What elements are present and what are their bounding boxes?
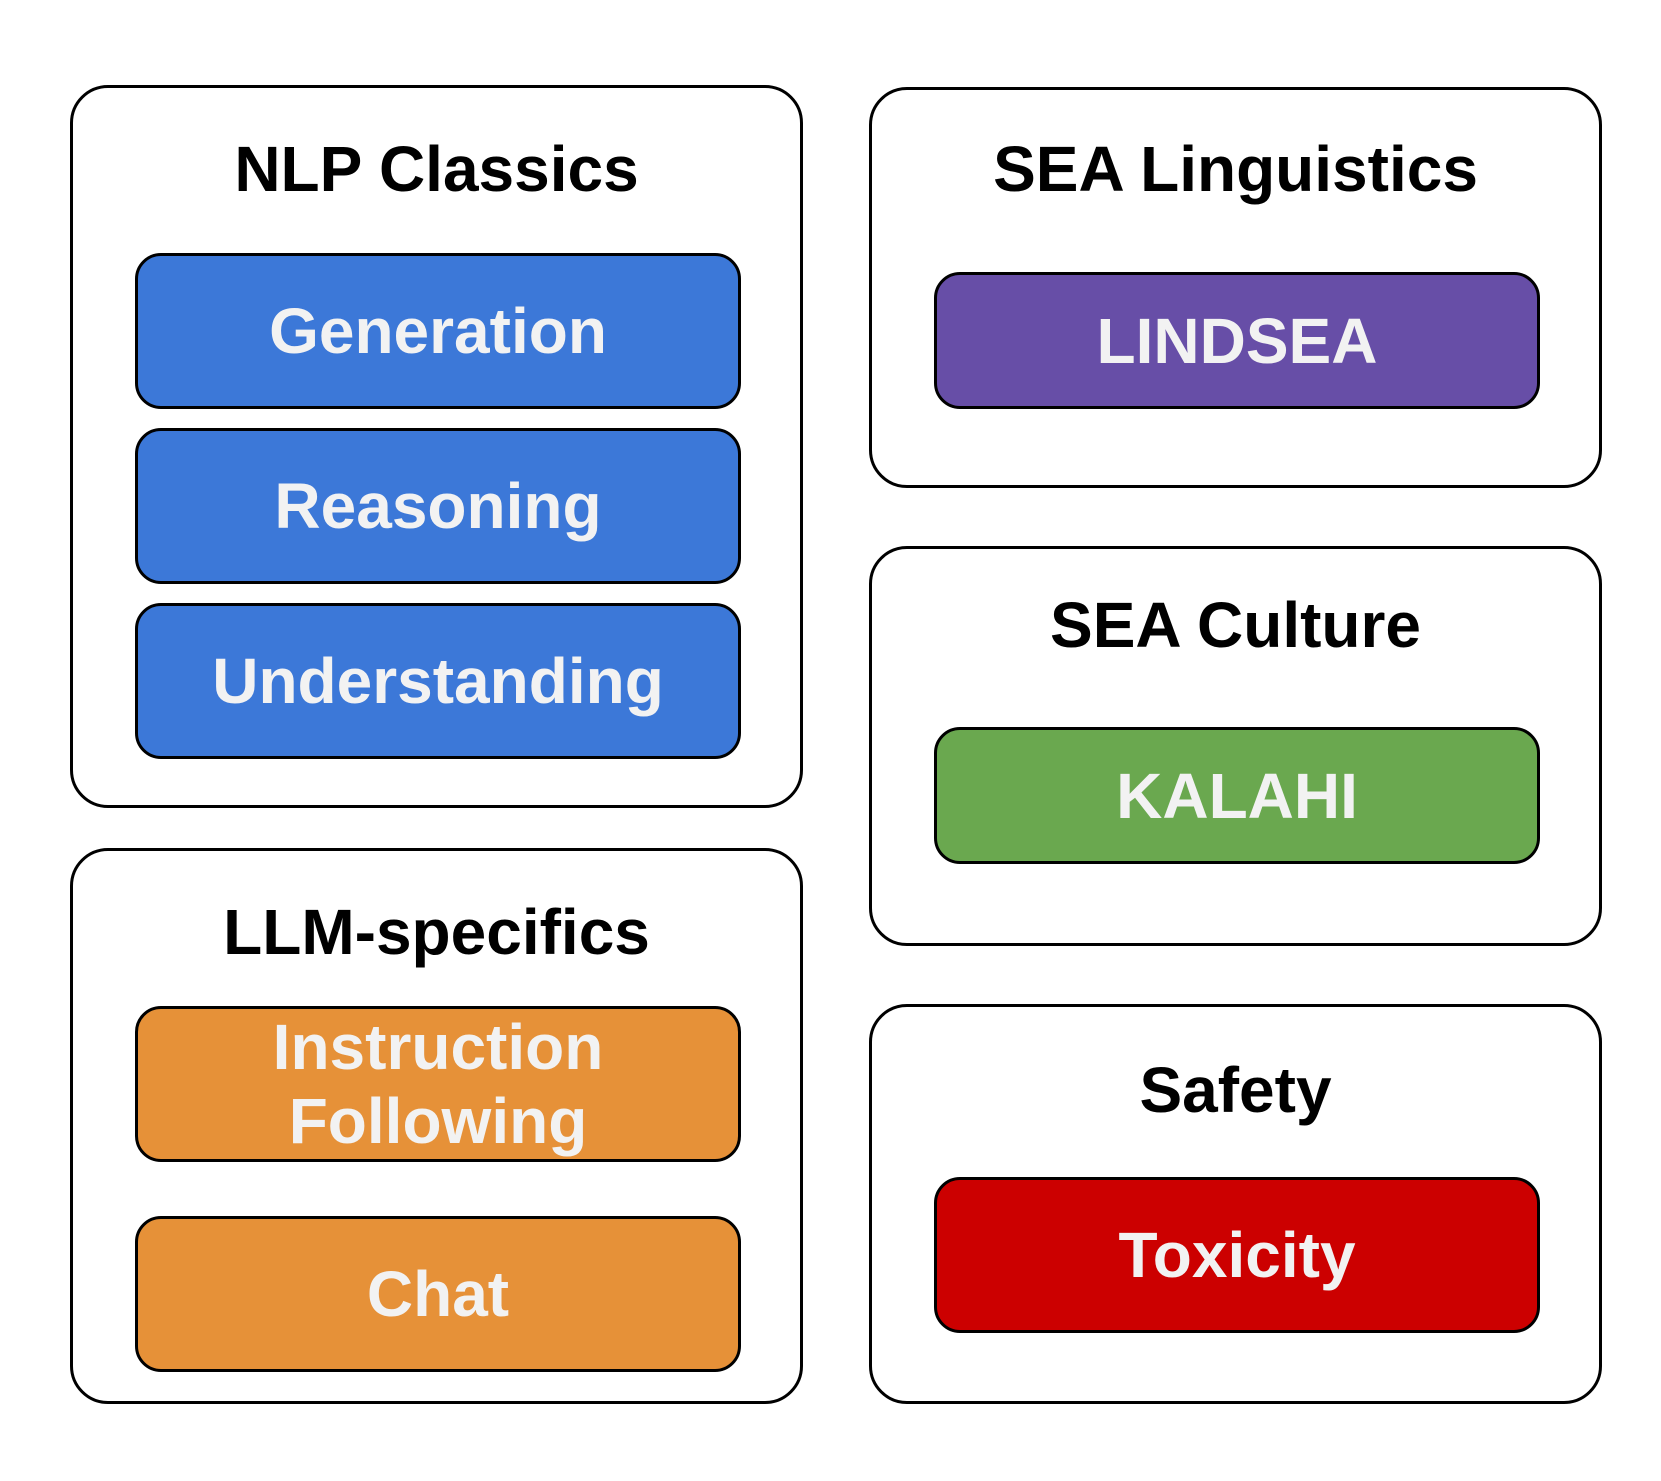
item-label-instruction-following: Instruction Following — [272, 1011, 604, 1157]
item-label-reasoning: Reasoning — [274, 470, 602, 542]
item-label-lindsea: LINDSEA — [1096, 304, 1378, 377]
group-title-safety: Safety — [1139, 1054, 1332, 1126]
group-sea-linguistics: SEA Linguistics LINDSEA — [869, 87, 1602, 488]
item-understanding: Understanding — [135, 603, 741, 759]
item-kalahi: KALAHI — [934, 727, 1540, 864]
group-title-sea-linguistics: SEA Linguistics — [993, 133, 1478, 205]
group-llm-specifics: LLM-specifics Instruction Following Chat — [70, 848, 803, 1404]
item-chat: Chat — [135, 1216, 741, 1372]
group-safety: Safety Toxicity — [869, 1004, 1602, 1404]
group-title-llm-specifics: LLM-specifics — [223, 896, 650, 968]
item-label-understanding: Understanding — [212, 645, 664, 717]
item-instruction-following: Instruction Following — [135, 1006, 741, 1162]
item-toxicity: Toxicity — [934, 1177, 1540, 1333]
group-title-nlp-classics: NLP Classics — [234, 133, 639, 205]
group-title-sea-culture: SEA Culture — [1050, 589, 1421, 661]
item-lindsea: LINDSEA — [934, 272, 1540, 409]
item-label-chat: Chat — [366, 1258, 510, 1330]
item-label-toxicity: Toxicity — [1118, 1219, 1356, 1291]
item-reasoning: Reasoning — [135, 428, 741, 584]
group-sea-culture: SEA Culture KALAHI — [869, 546, 1602, 946]
group-nlp-classics: NLP Classics Generation Reasoning Unders… — [70, 85, 803, 808]
item-generation: Generation — [135, 253, 741, 409]
item-label-generation: Generation — [269, 295, 607, 367]
item-label-kalahi: KALAHI — [1116, 759, 1358, 832]
